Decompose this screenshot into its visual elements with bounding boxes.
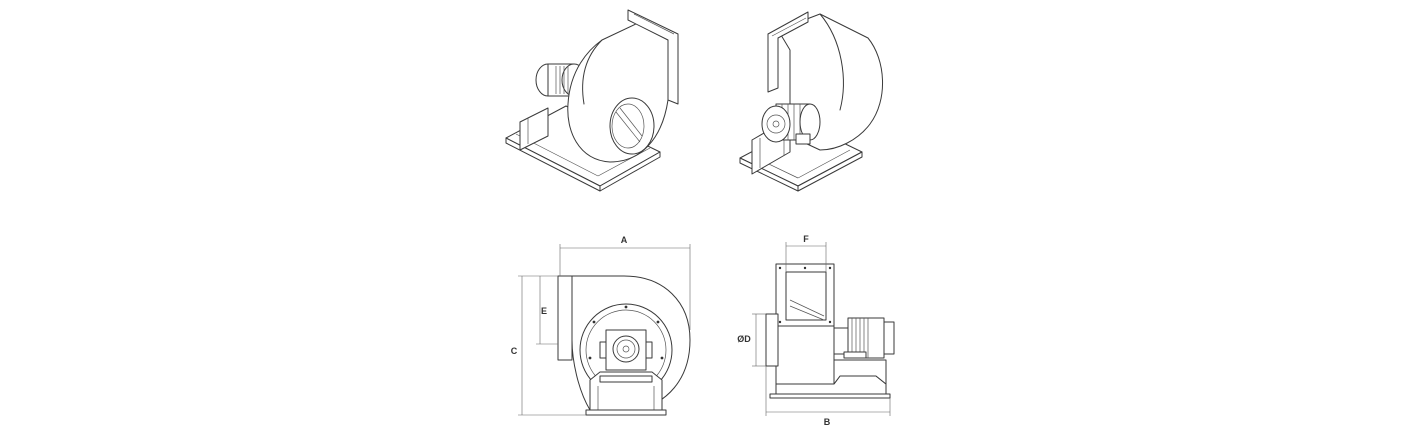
front-view-dimensions: [518, 244, 691, 416]
dimension-label-b: B: [824, 417, 831, 427]
front-view: [557, 275, 691, 416]
isometric-view-inlet-side: [505, 9, 679, 192]
isometric-view-motor-side: [739, 11, 883, 192]
dimension-label-c: C: [511, 346, 518, 356]
side-view: [765, 263, 895, 399]
side-view-dimensions: [752, 242, 891, 416]
dimension-label-e: E: [541, 306, 547, 316]
dimension-label-a: A: [621, 235, 628, 245]
dimension-label-f: F: [803, 234, 809, 244]
dimension-label-d: ØD: [737, 334, 751, 344]
